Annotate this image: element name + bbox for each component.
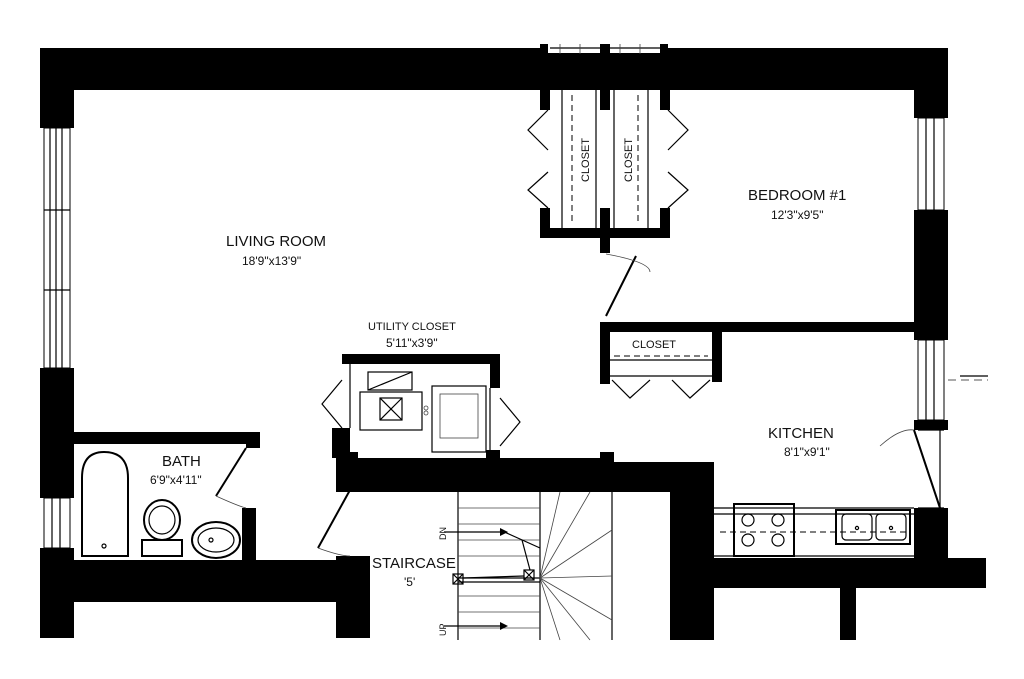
room-labels: LIVING ROOM 18'9"x13'9" BEDROOM #1 12'3"… — [150, 187, 846, 589]
toilet-icon — [141, 499, 183, 557]
utility-closet-name: UTILITY CLOSET — [368, 321, 456, 333]
closet-bedroom-label: CLOSET — [632, 339, 676, 351]
bedroom-dims: 12'3"x9'5" — [771, 208, 823, 222]
living-room-dims: 18'9"x13'9" — [242, 254, 301, 268]
stair-down-label: DN — [438, 527, 448, 540]
bath-name: BATH — [162, 453, 201, 470]
kitchen-sink-icon — [835, 509, 911, 545]
utility-closet-dims: 5'11"x3'9" — [386, 336, 438, 350]
water-heater-icon — [431, 385, 487, 453]
closet-bedroom: CLOSET — [610, 339, 712, 399]
exterior-walls — [40, 48, 986, 640]
sink-icon — [191, 521, 241, 559]
closet-left: CLOSET — [527, 90, 597, 228]
living-room-name: LIVING ROOM — [226, 233, 326, 250]
bedroom-name: BEDROOM #1 — [748, 187, 846, 204]
staircase-dims: '5' — [404, 575, 415, 589]
utility-closet — [321, 364, 521, 453]
doors — [215, 253, 944, 557]
closet-right-label: CLOSET — [623, 138, 635, 182]
kitchen-name: KITCHEN — [768, 425, 834, 442]
closet-left-label: CLOSET — [580, 138, 592, 182]
bathtub-icon — [81, 450, 129, 557]
closet-right: CLOSET — [613, 90, 689, 228]
staircase: DN UP — [438, 491, 613, 641]
stove-icon — [733, 503, 795, 557]
staircase-name: STAIRCASE — [372, 555, 456, 572]
stair-up-label: UP — [438, 623, 448, 636]
bath-dims: 6'9"x4'11" — [150, 473, 202, 487]
bath-fixtures — [81, 450, 241, 559]
interior-walls — [74, 90, 916, 563]
kitchen-fixtures — [714, 503, 914, 557]
windows — [43, 44, 988, 549]
kitchen-dims: 8'1"x9'1" — [784, 445, 830, 459]
furnace-icon — [359, 391, 423, 431]
